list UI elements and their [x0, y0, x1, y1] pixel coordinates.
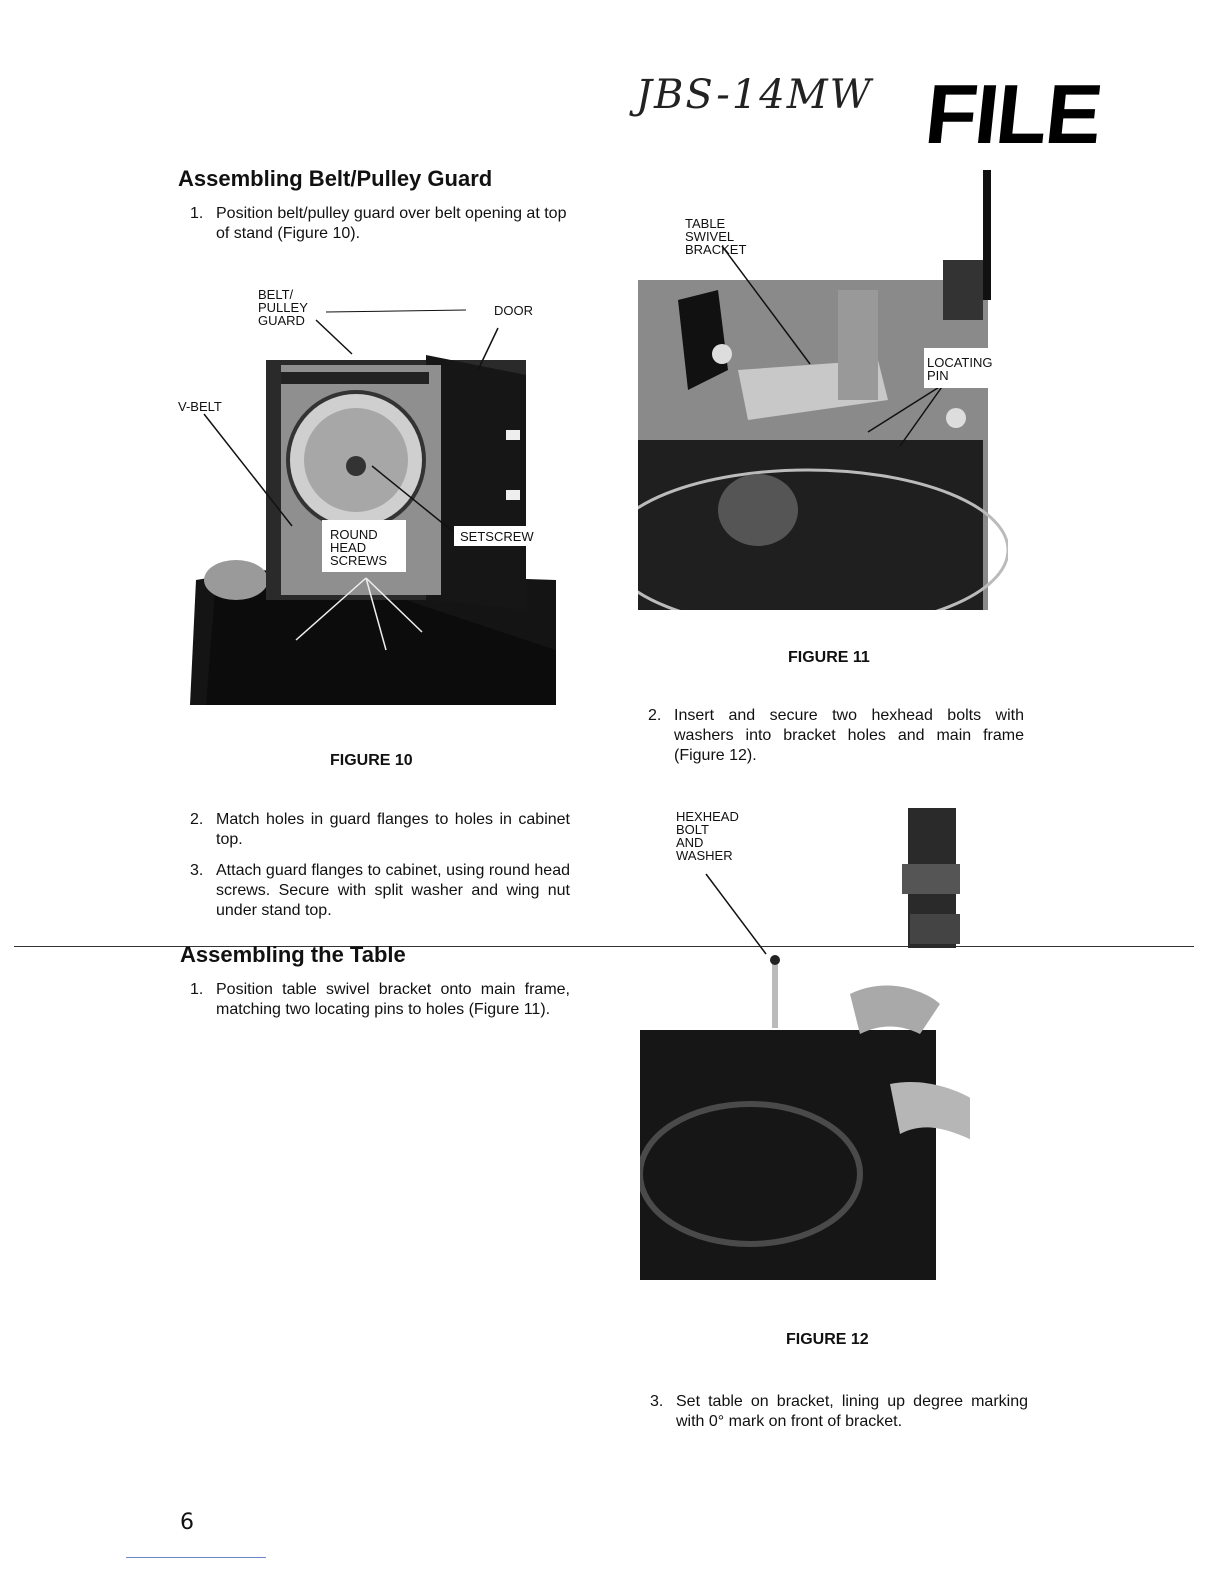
step-number: 3. [190, 862, 204, 879]
label-door: DOOR [494, 303, 533, 318]
label-hexhead-bolt-washer: HEXHEAD BOLT AND WASHER [676, 809, 739, 863]
step-text: Position table swivel bracket onto main … [216, 981, 570, 1018]
step-1-table: 1. Position table swivel bracket onto ma… [190, 980, 570, 1020]
figure-12-photo [637, 808, 1000, 1280]
figure-10: BELT/ PULLEY GUARD DOOR V-BELT ROUND HEA… [176, 280, 576, 710]
step-number: 3. [650, 1393, 664, 1410]
label-setscrew: SETSCREW [460, 529, 534, 544]
figure-11-photo [606, 170, 1010, 632]
step-number: 1. [190, 981, 204, 998]
step-2-belt-guard: 2. Match holes in guard flanges to holes… [190, 810, 570, 850]
label-belt-pulley-guard: BELT/ PULLEY GUARD [258, 287, 308, 328]
label-v-belt: V-BELT [178, 399, 222, 414]
section-divider [14, 946, 1194, 947]
step-text: Set table on bracket, lining up degree m… [676, 1393, 1028, 1430]
label-table-swivel-bracket: TABLE SWIVEL BRACKET [685, 216, 747, 257]
step-text: Insert and secure two hexhead bolts with… [674, 707, 1024, 764]
label-locating-pin: LOCATING PIN [927, 355, 993, 383]
step-number: 2. [648, 707, 662, 724]
step-number: 2. [190, 811, 204, 828]
page-number: 6 [180, 1510, 194, 1535]
figure-12: HEXHEAD BOLT AND WASHER [637, 804, 1000, 1284]
section-heading-belt-pulley-guard: Assembling Belt/Pulley Guard [178, 166, 493, 191]
step-number: 1. [190, 205, 204, 222]
figure-11: TABLE SWIVEL BRACKET LOCATING PIN [606, 170, 1010, 632]
footer-rule [126, 1557, 266, 1558]
step-3-belt-guard: 3. Attach guard flanges to cabinet, usin… [190, 861, 570, 921]
step-text: Attach guard flanges to cabinet, using r… [216, 862, 570, 919]
file-stamp: FILE [921, 67, 1105, 161]
step-1-belt-guard: 1. Position belt/pulley guard over belt … [190, 204, 570, 244]
figure-10-photo [190, 309, 556, 705]
step-text: Match holes in guard flanges to holes in… [216, 811, 570, 848]
handwritten-model-note: JBS-14MW [636, 72, 873, 118]
section-heading-assembling-table: Assembling the Table [180, 942, 406, 967]
step-text: Position belt/pulley guard over belt ope… [216, 205, 567, 242]
figure-10-caption: FIGURE 10 [330, 752, 413, 769]
label-round-head-screws: ROUND HEAD SCREWS [330, 527, 388, 568]
figure-11-caption: FIGURE 11 [788, 649, 870, 666]
step-2-table: 2. Insert and secure two hexhead bolts w… [648, 706, 1024, 766]
figure-12-caption: FIGURE 12 [786, 1331, 869, 1348]
step-3-table: 3. Set table on bracket, lining up degre… [650, 1392, 1028, 1432]
